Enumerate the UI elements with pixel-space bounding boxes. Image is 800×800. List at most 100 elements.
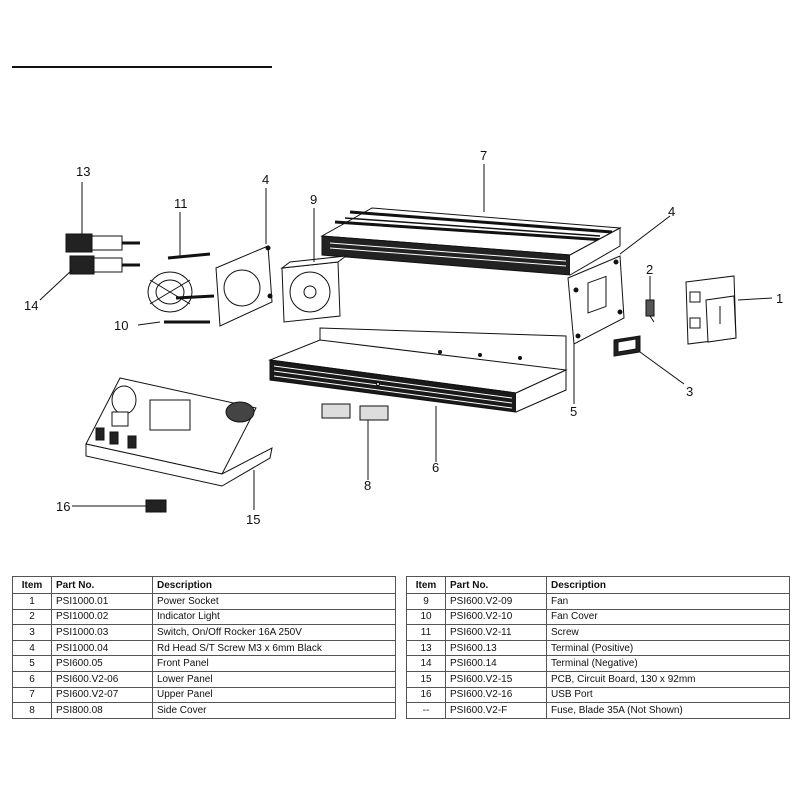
usb-port-part bbox=[145, 499, 167, 513]
header-part-no: Part No. bbox=[445, 576, 547, 594]
cell-part-no: PSI600.13 bbox=[445, 639, 547, 657]
cell-description: Fan bbox=[546, 593, 790, 610]
screw-part bbox=[164, 252, 215, 324]
cell-description: Indicator Light bbox=[152, 608, 396, 626]
cell-item: 13 bbox=[406, 639, 446, 657]
header-item: Item bbox=[406, 576, 446, 594]
cell-part-no: PSI600.V2-16 bbox=[445, 686, 547, 704]
callout-14: 14 bbox=[24, 298, 38, 313]
cell-item: 16 bbox=[406, 686, 446, 704]
cell-description: Power Socket bbox=[152, 593, 396, 610]
cell-description: Upper Panel bbox=[152, 686, 396, 704]
cell-part-no: PSI1000.03 bbox=[51, 624, 153, 641]
cell-item: 8 bbox=[12, 702, 52, 719]
cell-part-no: PSI600.V2-F bbox=[445, 702, 547, 719]
callout-15: 15 bbox=[246, 512, 260, 527]
cell-part-no: PSI1000.02 bbox=[51, 608, 153, 626]
terminal-positive-part bbox=[65, 233, 140, 253]
cell-part-no: PSI600.V2-10 bbox=[445, 608, 547, 626]
table-header-row: Item Part No. Description bbox=[12, 576, 396, 594]
header-part-no: Part No. bbox=[51, 576, 153, 594]
cell-part-no: PSI600.V2-06 bbox=[51, 670, 153, 688]
cell-description: Rd Head S/T Screw M3 x 6mm Black bbox=[152, 639, 396, 657]
cell-description: Front Panel bbox=[152, 655, 396, 672]
cell-part-no: PSI600.05 bbox=[51, 655, 153, 672]
cell-item: 6 bbox=[12, 670, 52, 688]
cell-item: 4 bbox=[12, 639, 52, 657]
cell-item: 9 bbox=[406, 593, 446, 610]
callout-4-left: 4 bbox=[262, 172, 269, 187]
callout-10: 10 bbox=[114, 318, 128, 333]
cell-part-no: PSI1000.01 bbox=[51, 593, 153, 610]
power-socket-part bbox=[685, 275, 737, 345]
header-description: Description bbox=[546, 576, 790, 594]
cell-item: 15 bbox=[406, 670, 446, 688]
side-cover-part bbox=[321, 403, 389, 421]
cell-item: 2 bbox=[12, 608, 52, 626]
cell-item: 7 bbox=[12, 686, 52, 704]
cell-item: 5 bbox=[12, 655, 52, 672]
cell-description: Screw bbox=[546, 624, 790, 641]
cell-description: Switch, On/Off Rocker 16A 250V bbox=[152, 624, 396, 641]
exploded-view-diagram: 13 14 11 10 4 9 7 4 2 1 3 5 6 8 15 16 bbox=[24, 148, 783, 527]
cell-item: 11 bbox=[406, 624, 446, 641]
callout-11: 11 bbox=[174, 196, 188, 211]
cell-item: 3 bbox=[12, 624, 52, 641]
front-panel-part bbox=[567, 255, 625, 345]
callout-2: 2 bbox=[646, 262, 653, 277]
fan-part bbox=[280, 255, 348, 323]
rear-plate-part bbox=[215, 245, 273, 327]
callout-16: 16 bbox=[56, 499, 70, 514]
cell-item: 1 bbox=[12, 593, 52, 610]
cell-description: Fuse, Blade 35A (Not Shown) bbox=[546, 702, 790, 719]
cell-part-no: PSI600.14 bbox=[445, 655, 547, 672]
cell-part-no: PSI600.V2-11 bbox=[445, 624, 547, 641]
cell-part-no: PSI800.08 bbox=[51, 702, 153, 719]
cell-description: PCB, Circuit Board, 130 x 92mm bbox=[546, 670, 790, 688]
leader-lines bbox=[39, 164, 773, 510]
header-description: Description bbox=[152, 576, 396, 594]
callout-labels: 13 14 11 10 4 9 7 4 2 1 3 5 6 8 15 16 bbox=[24, 148, 783, 527]
lower-panel-part bbox=[268, 327, 568, 413]
rocker-switch-part bbox=[613, 335, 641, 357]
indicator-light-part bbox=[645, 299, 655, 323]
fan-cover-part bbox=[147, 271, 193, 313]
callout-13: 13 bbox=[76, 164, 90, 179]
header-item: Item bbox=[12, 576, 52, 594]
cell-item: -- bbox=[406, 702, 446, 719]
cell-part-no: PSI600.V2-15 bbox=[445, 670, 547, 688]
callout-3: 3 bbox=[686, 384, 693, 399]
cell-description: Terminal (Positive) bbox=[546, 639, 790, 657]
terminal-negative-part bbox=[69, 255, 140, 275]
table-header-row: Item Part No. Description bbox=[406, 576, 790, 594]
cell-item: 10 bbox=[406, 608, 446, 626]
callout-9: 9 bbox=[310, 192, 317, 207]
cell-part-no: PSI600.V2-07 bbox=[51, 686, 153, 704]
cell-description: Side Cover bbox=[152, 702, 396, 719]
callout-7: 7 bbox=[480, 148, 487, 163]
cell-description: Lower Panel bbox=[152, 670, 396, 688]
callout-1: 1 bbox=[776, 291, 783, 306]
cell-description: Terminal (Negative) bbox=[546, 655, 790, 672]
pcb-part bbox=[85, 377, 273, 487]
cell-part-no: PSI600.V2-09 bbox=[445, 593, 547, 610]
callout-6: 6 bbox=[432, 460, 439, 475]
header-rule bbox=[12, 66, 272, 68]
cell-item: 14 bbox=[406, 655, 446, 672]
upper-panel-part bbox=[320, 207, 622, 276]
